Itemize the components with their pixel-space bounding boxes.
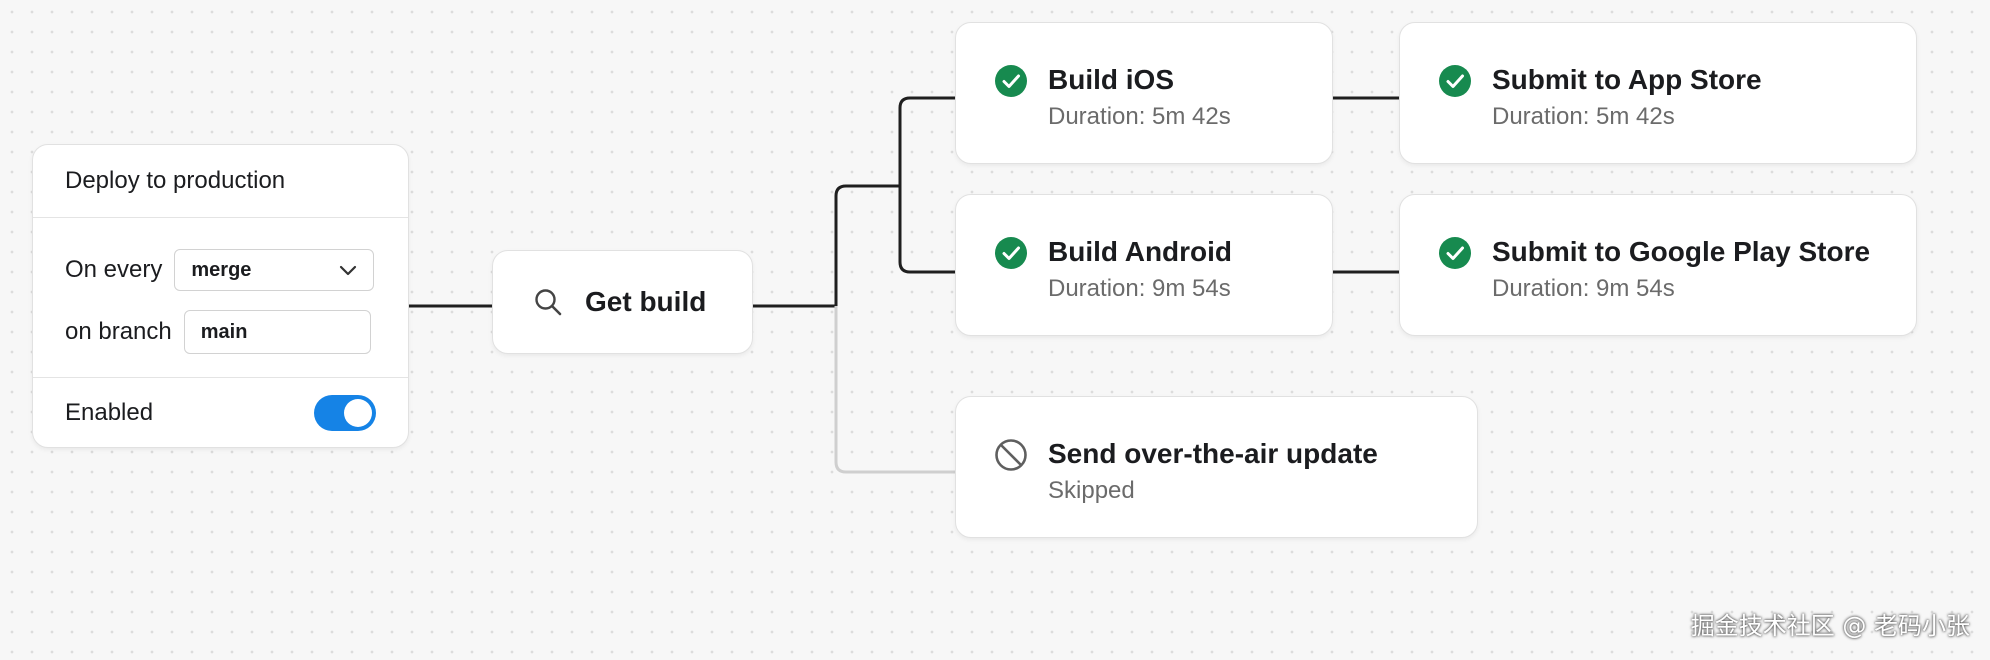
enabled-label: Enabled — [65, 399, 154, 426]
submit-app-store-duration: Duration: 5m 42s — [1492, 103, 1675, 130]
build-android-text: Build Android Duration: 9m 54s — [1048, 235, 1232, 303]
ota-update-status: Skipped — [1048, 477, 1135, 504]
get-build-node[interactable]: Get build — [492, 250, 753, 354]
event-select[interactable]: merge — [174, 249, 375, 291]
build-ios-node[interactable]: Build iOS Duration: 5m 42s — [955, 22, 1333, 164]
build-ios-title: Build iOS — [1048, 64, 1174, 95]
build-android-duration: Duration: 9m 54s — [1048, 275, 1231, 302]
branch-input[interactable]: main — [183, 310, 371, 354]
watermark: 掘金技术社区 @ 老码小张 — [1690, 612, 1970, 640]
check-circle-icon — [1439, 237, 1471, 269]
submit-google-play-node[interactable]: Submit to Google Play Store Duration: 9m… — [1399, 194, 1917, 336]
chevron-down-icon — [340, 265, 357, 276]
build-android-title: Build Android — [1048, 236, 1233, 267]
build-android-node[interactable]: Build Android Duration: 9m 54s — [955, 194, 1333, 336]
skipped-icon — [995, 439, 1027, 471]
trigger-settings: On every merge on branch main — [33, 218, 408, 378]
search-icon — [535, 289, 562, 316]
event-row: On every merge — [65, 248, 376, 292]
connector-to-ota-update — [834, 306, 955, 474]
ota-update-node[interactable]: Send over-the-air update Skipped — [955, 396, 1478, 538]
enabled-toggle[interactable] — [314, 395, 376, 431]
check-circle-icon — [995, 65, 1027, 97]
connector-get-build-to-builds — [753, 184, 900, 308]
trigger-card[interactable]: Deploy to production On every merge on b… — [32, 144, 409, 448]
connector-to-build-ios — [898, 96, 955, 186]
on-branch-label: on branch — [65, 318, 172, 345]
toggle-knob — [344, 399, 372, 427]
submit-google-play-text: Submit to Google Play Store Duration: 9m… — [1492, 235, 1870, 303]
trigger-title: Deploy to production — [33, 145, 408, 218]
ota-update-text: Send over-the-air update Skipped — [1048, 437, 1378, 505]
submit-app-store-node[interactable]: Submit to App Store Duration: 5m 42s — [1399, 22, 1917, 164]
ota-update-title: Send over-the-air update — [1048, 438, 1378, 469]
get-build-title: Get build — [585, 286, 707, 317]
branch-row: on branch main — [65, 310, 376, 354]
submit-google-play-duration: Duration: 9m 54s — [1492, 275, 1675, 302]
on-every-label: On every — [65, 256, 163, 283]
event-select-value: merge — [191, 258, 252, 281]
build-ios-text: Build iOS Duration: 5m 42s — [1048, 63, 1231, 131]
build-ios-duration: Duration: 5m 42s — [1048, 103, 1231, 130]
submit-app-store-title: Submit to App Store — [1492, 64, 1762, 95]
check-circle-icon — [995, 237, 1027, 269]
submit-app-store-text: Submit to App Store Duration: 5m 42s — [1492, 63, 1762, 131]
enabled-row: Enabled — [33, 378, 408, 448]
connector-to-build-android — [898, 186, 955, 274]
check-circle-icon — [1439, 65, 1471, 97]
submit-google-play-title: Submit to Google Play Store — [1492, 236, 1871, 267]
